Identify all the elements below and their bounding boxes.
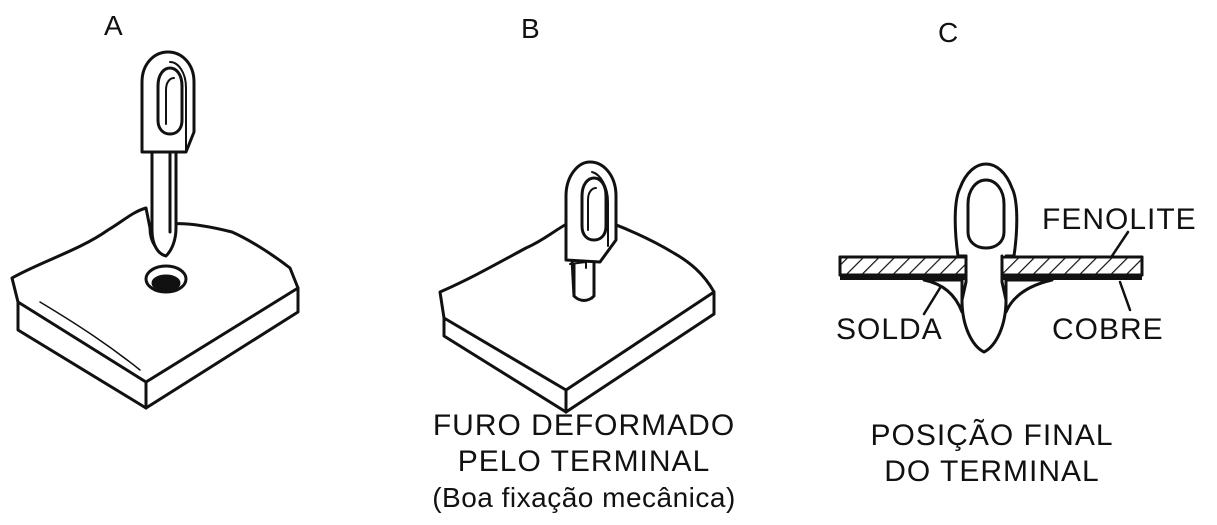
panel-c-letter: C xyxy=(938,17,959,48)
panel-b-caption: FURO DEFORMADO PELO TERMINAL (Boa fixaçã… xyxy=(388,410,780,514)
panel-c-terminal xyxy=(953,162,1019,354)
panel-a-terminal xyxy=(140,50,196,258)
panel-c-caption: POSIÇÃO FINAL DO TERMINAL xyxy=(822,420,1162,488)
panel-a-letter: A xyxy=(104,10,123,41)
panel-b-terminal xyxy=(564,160,618,302)
label-solda: SOLDA xyxy=(836,313,943,346)
panel-a-hole xyxy=(144,264,188,294)
panel-b-drawing xyxy=(438,160,716,414)
panel-b-letter: B xyxy=(521,13,540,44)
panel-a-board xyxy=(10,206,300,410)
panel-b-caption-line1: FURO DEFORMADO xyxy=(432,409,736,442)
panel-b-caption-line3: (Boa fixação mecânica) xyxy=(432,482,736,513)
panel-c-caption-line2: DO TERMINAL xyxy=(884,455,1100,488)
label-fenolite: FENOLITE xyxy=(1042,203,1197,236)
panel-b-caption-line2: PELO TERMINAL xyxy=(457,445,711,478)
panel-c-drawing xyxy=(838,162,1144,354)
panel-a-drawing xyxy=(10,50,300,410)
panel-c-copper-layer xyxy=(840,275,1142,280)
panel-c-caption-line1: POSIÇÃO FINAL xyxy=(870,419,1114,452)
label-cobre: COBRE xyxy=(1052,313,1164,346)
panel-c-leaders xyxy=(922,230,1132,316)
